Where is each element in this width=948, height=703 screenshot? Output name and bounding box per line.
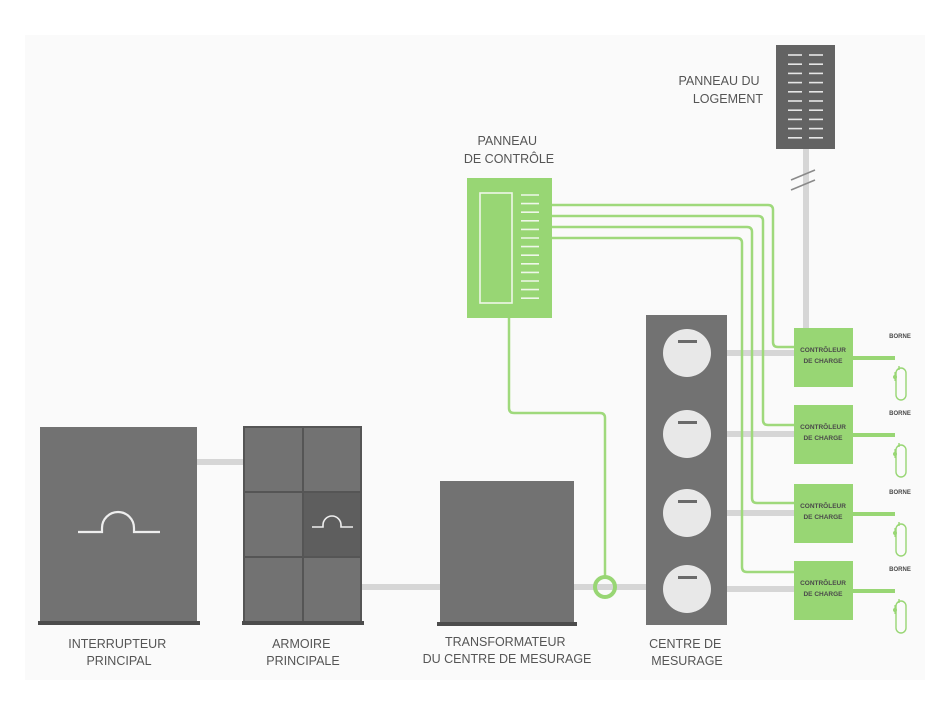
cable-break-icon <box>790 169 816 191</box>
breaker-arc-icon <box>78 510 160 534</box>
main-panel-label: ARMOIRE PRINCIPALE <box>266 637 339 668</box>
control-panel <box>467 178 552 318</box>
main-panel-breaker-cell <box>304 493 360 556</box>
main-breaker-label: INTERRUPTEUR PRINCIPAL <box>68 637 169 668</box>
ev-charging-station-icon: BORNE <box>889 490 911 557</box>
ev-charging-station-icon: BORNE <box>889 567 911 634</box>
transformer-label: TRANSFORMATEUR DU CENTRE DE MESURAGE <box>423 635 592 666</box>
housing-panel-label: PANNEAU DU LOGEMENT <box>678 74 763 106</box>
breaker-arc-icon <box>312 515 353 528</box>
meter-dial-icon <box>663 329 711 377</box>
signal-wire-current-sensor <box>507 318 607 578</box>
signal-wire-controller-4 <box>552 236 794 574</box>
meter-center-label: CENTRE DE MESURAGE <box>649 637 725 668</box>
meter-dial-icon <box>663 410 711 458</box>
meter-dial-icon <box>663 489 711 537</box>
meter-dial-icon <box>663 565 711 613</box>
main-breaker <box>38 427 200 625</box>
ev-charging-station-icon: BORNE <box>889 334 911 401</box>
main-panel-base <box>242 621 364 625</box>
main-panel <box>242 426 364 625</box>
control-panel-label: PANNEAU DE CONTRÔLE <box>464 134 554 166</box>
station-label: BORNE <box>889 567 911 573</box>
signal-wire-controller-2 <box>552 214 794 427</box>
signal-wire-controller-1 <box>552 203 794 349</box>
transformer <box>437 481 577 626</box>
control-panel-display <box>479 192 513 304</box>
current-sensor-ring-icon <box>593 575 617 599</box>
signal-wire-controller-3 <box>552 225 794 505</box>
meter-center <box>646 315 727 625</box>
main-breaker-base <box>38 621 200 625</box>
signal-wires <box>507 203 794 578</box>
ev-charging-station-icon: BORNE <box>889 411 911 478</box>
station-label: BORNE <box>889 334 911 340</box>
transformer-base <box>437 622 577 626</box>
station-label: BORNE <box>889 411 911 417</box>
power-wires <box>197 148 809 592</box>
station-label: BORNE <box>889 490 911 496</box>
housing-panel <box>776 45 835 149</box>
